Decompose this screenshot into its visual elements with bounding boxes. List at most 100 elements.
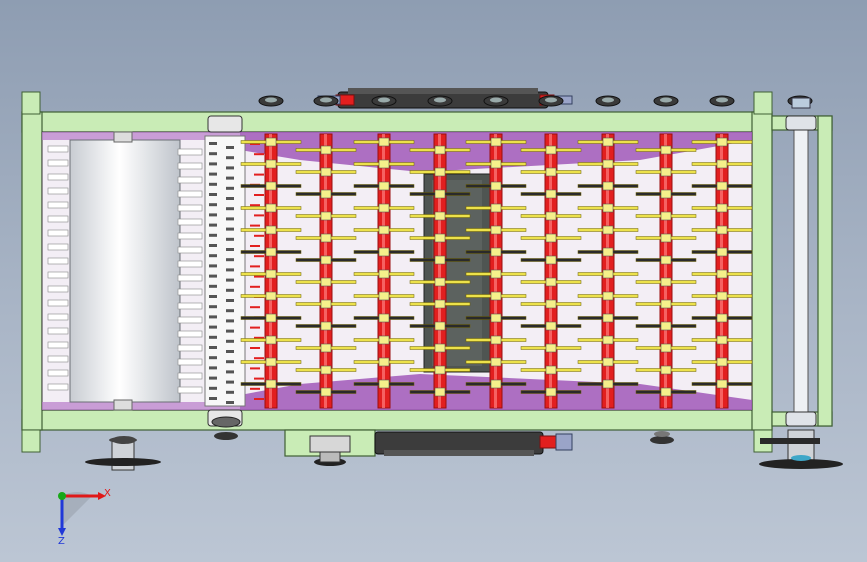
comb-tooth (47, 341, 69, 349)
roller-hub (545, 145, 557, 155)
roller-hub (265, 181, 277, 191)
roller-hub (716, 357, 728, 367)
roller-spike (226, 360, 234, 364)
roller-hub (490, 269, 502, 279)
roller-hub (490, 159, 502, 169)
roller-hub (490, 379, 502, 389)
roller-spike (209, 284, 217, 288)
roller-spike (226, 217, 234, 221)
left-comb-teeth (47, 145, 203, 394)
right-pulley (759, 429, 843, 469)
roller-spike (209, 376, 217, 380)
roller-hub (320, 255, 332, 265)
right-takeup-shaft (785, 97, 817, 427)
roller-hub (378, 313, 390, 323)
roller-spike (254, 398, 264, 400)
roller-spike (250, 224, 260, 227)
red-roller (520, 133, 582, 409)
roller-spike (209, 315, 217, 319)
bottom-drive-motor (309, 431, 573, 456)
roller-hub (378, 379, 390, 389)
comb-tooth (47, 229, 69, 237)
roller-hub (265, 357, 277, 367)
roller-spike (209, 305, 217, 309)
roller-hub (434, 189, 446, 199)
roller-hub (490, 181, 502, 191)
roller-hub (660, 321, 672, 331)
roller-spike (226, 339, 234, 343)
roller-hub (490, 137, 502, 147)
roller-spike (250, 387, 260, 390)
comb-tooth (47, 187, 69, 195)
roller-hub (378, 137, 390, 147)
comb-tooth (47, 173, 69, 181)
top-sprocket (371, 95, 397, 107)
roller-spike (254, 275, 264, 278)
roller-hub (545, 211, 557, 221)
roller-hub (602, 181, 614, 191)
roller-spike (250, 143, 260, 145)
roller-hub (434, 365, 446, 375)
roller-hub (545, 233, 557, 243)
roller-spike (254, 153, 264, 156)
roller-hub (320, 189, 332, 199)
roller-spike (226, 237, 234, 241)
comb-tooth (177, 162, 203, 170)
red-roller (409, 133, 471, 409)
roller-spike (250, 326, 260, 329)
roller-hub (320, 211, 332, 221)
roller-hub (434, 167, 446, 177)
roller-spike (209, 142, 217, 145)
red-roller (635, 133, 697, 409)
top-sprocket (313, 95, 339, 107)
roller-hub (545, 189, 557, 199)
roller-spike (250, 245, 260, 247)
red-roller (691, 133, 753, 409)
roller-spike (226, 248, 234, 251)
roller-hub (716, 181, 728, 191)
roller-hub (545, 343, 557, 353)
roller-hub (602, 247, 614, 257)
roller-hub (265, 291, 277, 301)
axis-triad: X Z (58, 488, 111, 547)
comb-tooth (177, 330, 203, 338)
comb-tooth (47, 201, 69, 209)
comb-tooth (177, 288, 203, 296)
comb-tooth (177, 232, 203, 240)
bottom-bearing-left (211, 416, 241, 440)
red-roller (577, 133, 639, 409)
roller-hub (716, 159, 728, 169)
roller-spike (209, 223, 217, 227)
roller-hub (660, 233, 672, 243)
roller-hub (490, 203, 502, 213)
roller-hub (320, 299, 332, 309)
red-roller (295, 133, 357, 409)
roller-spike (226, 350, 234, 353)
roller-spike (209, 172, 217, 176)
roller-hub (602, 313, 614, 323)
comb-tooth (47, 327, 69, 335)
roller-hub (378, 203, 390, 213)
roller-hub (545, 277, 557, 287)
roller-spike (226, 186, 234, 190)
roller-spike (226, 258, 234, 262)
roller-hub (320, 277, 332, 287)
roller-hub (660, 299, 672, 309)
roller-hub (320, 343, 332, 353)
comb-tooth (47, 313, 69, 321)
roller-hub (320, 233, 332, 243)
bottom-motor-pulley (314, 451, 346, 466)
roller-hub (602, 159, 614, 169)
roller-hub (602, 357, 614, 367)
roller-hub (265, 313, 277, 323)
roller-hub (265, 159, 277, 169)
roller-hub (602, 203, 614, 213)
comb-tooth (177, 218, 203, 226)
roller-spike (254, 357, 264, 360)
z-axis-label: Z (58, 536, 65, 547)
roller-spike (209, 295, 217, 298)
roller-spike (254, 194, 264, 196)
roller-spike (209, 346, 217, 349)
red-roller (240, 133, 302, 409)
